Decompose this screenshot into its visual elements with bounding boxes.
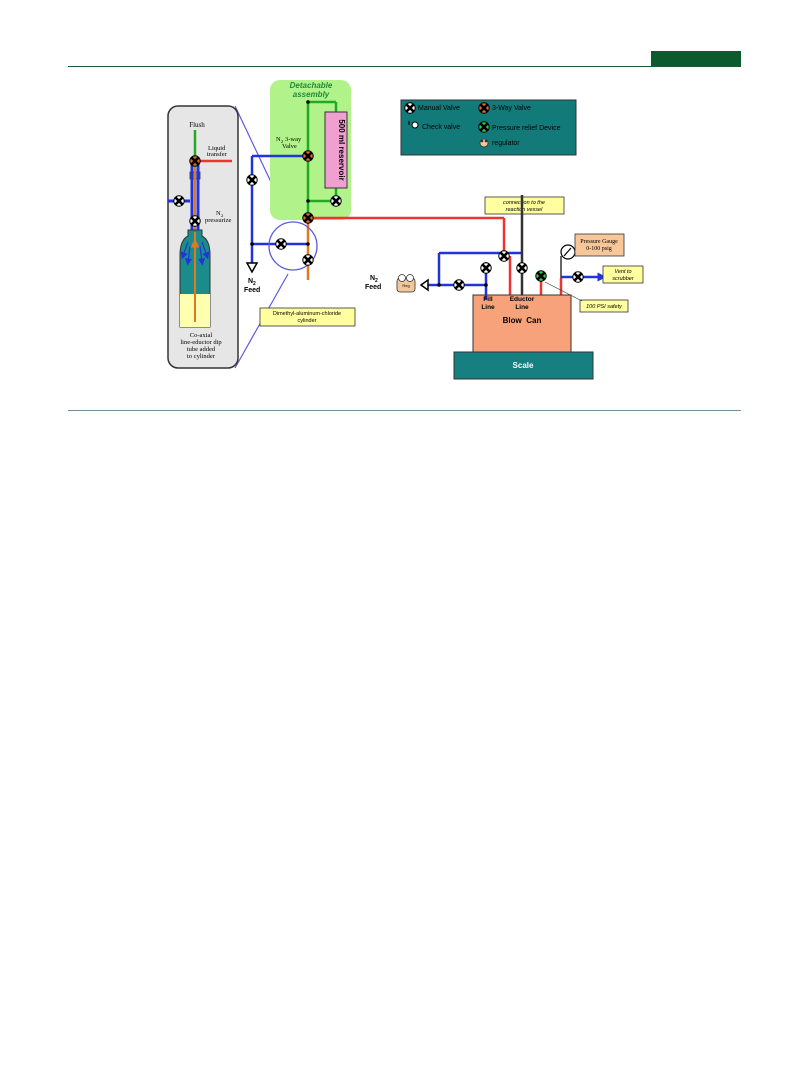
pressure-gauge-note-2: 0-100 psig	[586, 246, 612, 252]
coaxial-label-3: tube added	[187, 346, 216, 353]
detachable-title-1: Detachable	[290, 81, 333, 90]
n2-feed-right-label: Feed	[365, 284, 381, 291]
three-way-label-2: Valve	[282, 143, 297, 150]
legend-regulator: regulator	[492, 140, 520, 147]
coaxial-label-4: to cylinder	[187, 353, 216, 360]
cylinder-note-1: Dimethyl-aluminum-chloride	[273, 311, 341, 317]
legend-check-valve: Check valve	[422, 124, 460, 131]
n2-pressurize-label: pressurize	[205, 217, 231, 224]
check-valve-right	[419, 278, 429, 292]
header-rule	[68, 66, 741, 67]
n2-pressurize-label-n: N	[216, 210, 221, 217]
header-tab	[651, 51, 741, 66]
legend-pressure-relief: Pressure relief Device	[492, 125, 561, 132]
scale	[453, 351, 594, 380]
three-way-label-1: 3-way	[285, 136, 302, 143]
scale-label: Scale	[513, 361, 534, 370]
zoom-circle	[268, 221, 318, 271]
pressure-gauge-note-box	[574, 233, 625, 257]
connection-note-2: reaction vessel	[506, 207, 543, 213]
n2-feed-left-label: Feed	[244, 287, 260, 294]
coaxial-label-2: line-eductor dip	[180, 339, 221, 346]
footer-rule	[68, 410, 741, 411]
blow-can-label: Blow Can	[503, 316, 542, 325]
regulator-icon	[479, 138, 489, 148]
safety-note-box	[579, 299, 629, 313]
n2-pressurize-label-sub: 2	[221, 213, 223, 218]
n2-feed-left-sub: 2	[253, 281, 256, 287]
connection-note-1: connection to the	[503, 200, 545, 206]
reservoir-vessel	[324, 111, 348, 189]
coaxial-label-1: Co-axial	[190, 332, 213, 339]
liquid-transfer-label-2: transfer	[207, 151, 228, 158]
n2-feed-right-sub: 2	[375, 278, 378, 284]
cylinder-inset-panel	[167, 105, 239, 369]
flush-label: Flush	[189, 121, 205, 129]
detachable-assembly	[270, 80, 351, 220]
check-valve-left	[245, 262, 259, 274]
blow-can-piping	[396, 195, 607, 300]
regulator-right	[396, 274, 416, 293]
vent-note-1: Vent to	[614, 269, 631, 275]
safety-note: 100 PSI safety	[586, 304, 623, 310]
reservoir-label: 500 ml reservoir	[337, 119, 346, 180]
fill-line-label-1: Fill	[483, 296, 493, 303]
cylinder-note-box	[259, 307, 356, 327]
eductor-line-label-2: Line	[515, 304, 529, 311]
pressure-gauge-note-1: Pressure Gauge	[580, 239, 618, 245]
vent-note-2: scrubber	[612, 276, 635, 282]
blow-can	[472, 294, 572, 353]
manifold-piping	[245, 149, 506, 280]
legend-three-way-valve: 3-Way Valve	[492, 105, 531, 112]
n2-feed-left-n: N	[248, 278, 253, 285]
fill-line-label-2: Line	[481, 304, 495, 311]
eductor-line-label-1: Eductor	[510, 296, 535, 303]
legend-manual-valve: Manual Valve	[418, 105, 460, 112]
regulator-tag: Reg	[402, 283, 409, 288]
check-valve-icon	[408, 121, 419, 129]
n2-feed-right-n: N	[370, 275, 375, 282]
three-way-label-n: N	[276, 136, 281, 143]
connection-note-box	[484, 196, 565, 215]
detachable-title-2: assembly	[293, 90, 330, 99]
legend	[400, 99, 577, 156]
vent-note-box	[602, 265, 644, 284]
liquid-transfer-label-1: Liquid	[208, 145, 226, 152]
cylinder-note-2: cylinder	[298, 318, 317, 324]
three-way-label-sub: 2	[281, 139, 283, 144]
